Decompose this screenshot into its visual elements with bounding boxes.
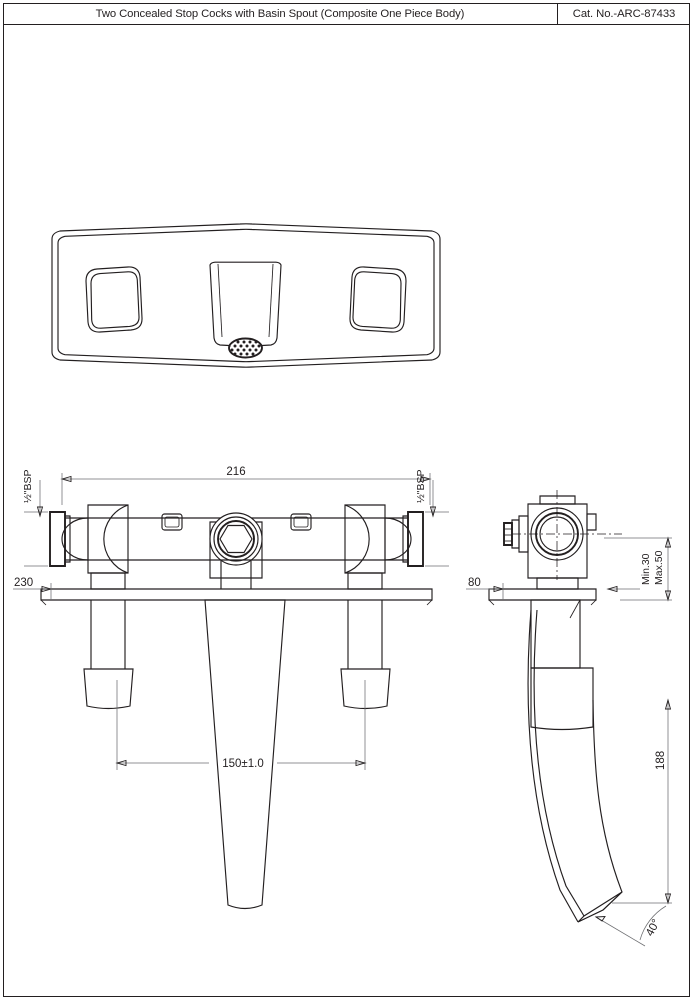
front-port-right <box>290 513 312 531</box>
front-body-shoulder-left <box>103 504 129 574</box>
front-handle-stem-right <box>347 600 383 669</box>
side-wall-plate-chamfer <box>488 599 597 606</box>
front-wall-plate <box>40 588 433 601</box>
dim-wall-thk-arrow-top <box>664 536 672 548</box>
dim-188-text: 188 <box>655 751 667 770</box>
dimension-annotations: 216 ½"BSP ½"BSP 230 <box>13 466 672 947</box>
dim-40deg-text: 40° <box>644 917 663 938</box>
top-plan-view <box>51 223 441 368</box>
front-endcap-right <box>407 511 424 567</box>
front-barrel-right <box>384 517 412 561</box>
side-spout-outer-curve <box>592 699 623 911</box>
dim-min30-text: Min.30 <box>640 553 652 585</box>
front-port-left-inner <box>164 516 180 528</box>
side-spout-shank <box>530 599 581 669</box>
plate-inner-outline <box>57 228 435 363</box>
dim-150-text: 150±1.0 <box>222 758 264 770</box>
dim-188-arrow-bot <box>664 893 672 905</box>
front-stopcock-right-neck <box>347 572 383 590</box>
front-outlet-ring-mid <box>213 516 259 562</box>
side-ring-inner <box>539 516 575 552</box>
dim-216-arrow-right <box>420 475 432 483</box>
dim-bsp-right-label: ½"BSP <box>415 470 427 504</box>
title-block: Two Concealed Stop Cocks with Basin Spou… <box>3 3 690 25</box>
side-inlet-thread <box>503 522 513 546</box>
front-outlet-ring-inner <box>217 520 255 558</box>
side-spout-outlet-tip <box>577 891 623 923</box>
dim-40deg-arc <box>639 905 667 941</box>
side-lug-top <box>539 495 576 505</box>
front-spindle-left <box>65 517 88 561</box>
front-barrel-left <box>61 517 89 561</box>
front-body-shoulder-right <box>344 504 370 574</box>
sheet-border <box>3 3 690 997</box>
front-handle-cap-right <box>340 668 391 710</box>
side-plate-taper <box>569 599 581 619</box>
front-endcap-left-inner <box>64 515 71 563</box>
plate-handle-right-inner <box>352 271 402 329</box>
dim-188-arrow-top <box>664 698 672 710</box>
plate-handle-left-outer <box>85 266 143 333</box>
plate-spout-inner-left <box>217 263 223 338</box>
front-endcap-right-inner <box>402 515 409 563</box>
front-handle-cap-left <box>83 668 134 710</box>
dim-150-arrow-left <box>115 759 127 767</box>
dim-min30-label: Min.30 <box>640 553 652 585</box>
dim-40deg-leader <box>595 916 646 947</box>
dim-bsp-right-arrow <box>429 506 437 518</box>
front-outlet-hex-nut <box>219 524 253 554</box>
dim-wall-thk-arrow-bot <box>664 590 672 602</box>
front-stopcock-left-block <box>87 504 129 574</box>
dim-max50-label: Max.50 <box>653 550 665 585</box>
dim-wall-thk-leader-arrow <box>606 585 618 593</box>
side-elevation-view <box>488 490 623 923</box>
front-endcap-left <box>49 511 66 567</box>
front-port-right-inner <box>293 516 309 528</box>
dim-216-arrow-left <box>60 475 72 483</box>
side-spout-inner-curve <box>527 609 579 923</box>
front-stopcock-right-block <box>344 504 386 574</box>
side-lug-right <box>586 513 597 531</box>
dim-40deg-arc-arrow <box>594 916 606 922</box>
dim-bsp-left-arrow <box>36 506 44 518</box>
dim-max50-text: Max.50 <box>653 550 665 585</box>
plate-spout-inner-right <box>268 263 274 338</box>
front-spindle-right <box>385 517 408 561</box>
dim-bsp-left-label: ½"BSP <box>22 470 34 504</box>
plate-handle-right-outer <box>349 266 407 333</box>
dim-230-text: 230 <box>14 577 33 589</box>
side-wall-plate <box>488 588 597 601</box>
catalogue-number-cell: Cat. No.-ARC-87433 <box>558 3 690 24</box>
dim-bsp-left-text: ½"BSP <box>22 470 34 504</box>
dim-40deg-label: 40° <box>644 917 663 938</box>
dim-230-arrow <box>41 585 53 593</box>
plate-spout-outline <box>209 261 282 347</box>
product-title: Two Concealed Stop Cocks with Basin Spou… <box>95 7 465 20</box>
side-spout-tip-edge <box>577 909 604 923</box>
dim-bsp-right-text: ½"BSP <box>415 470 427 504</box>
dim-150-arrow-right <box>355 759 367 767</box>
side-spout-collar <box>530 667 594 731</box>
dim-216-text: 216 <box>226 466 245 478</box>
dim-80-arrow <box>493 585 505 593</box>
front-wall-plate-chamfer <box>40 599 433 606</box>
front-port-left <box>161 513 183 531</box>
plate-handle-left-inner <box>90 271 140 329</box>
front-stopcock-left-neck <box>90 572 126 590</box>
side-body-neck <box>536 577 579 590</box>
dim-80-text: 80 <box>468 577 481 589</box>
front-elevation-view <box>40 504 433 910</box>
side-spout-inner-curve-2 <box>533 609 585 917</box>
front-spout-body <box>204 599 286 910</box>
catalogue-number: Cat. No.-ARC-87433 <box>572 7 676 20</box>
front-handle-stem-left <box>90 600 126 669</box>
dim-188-label: 188 <box>655 751 667 770</box>
product-title-cell: Two Concealed Stop Cocks with Basin Spou… <box>3 3 558 24</box>
plate-outer-outline <box>51 223 441 368</box>
